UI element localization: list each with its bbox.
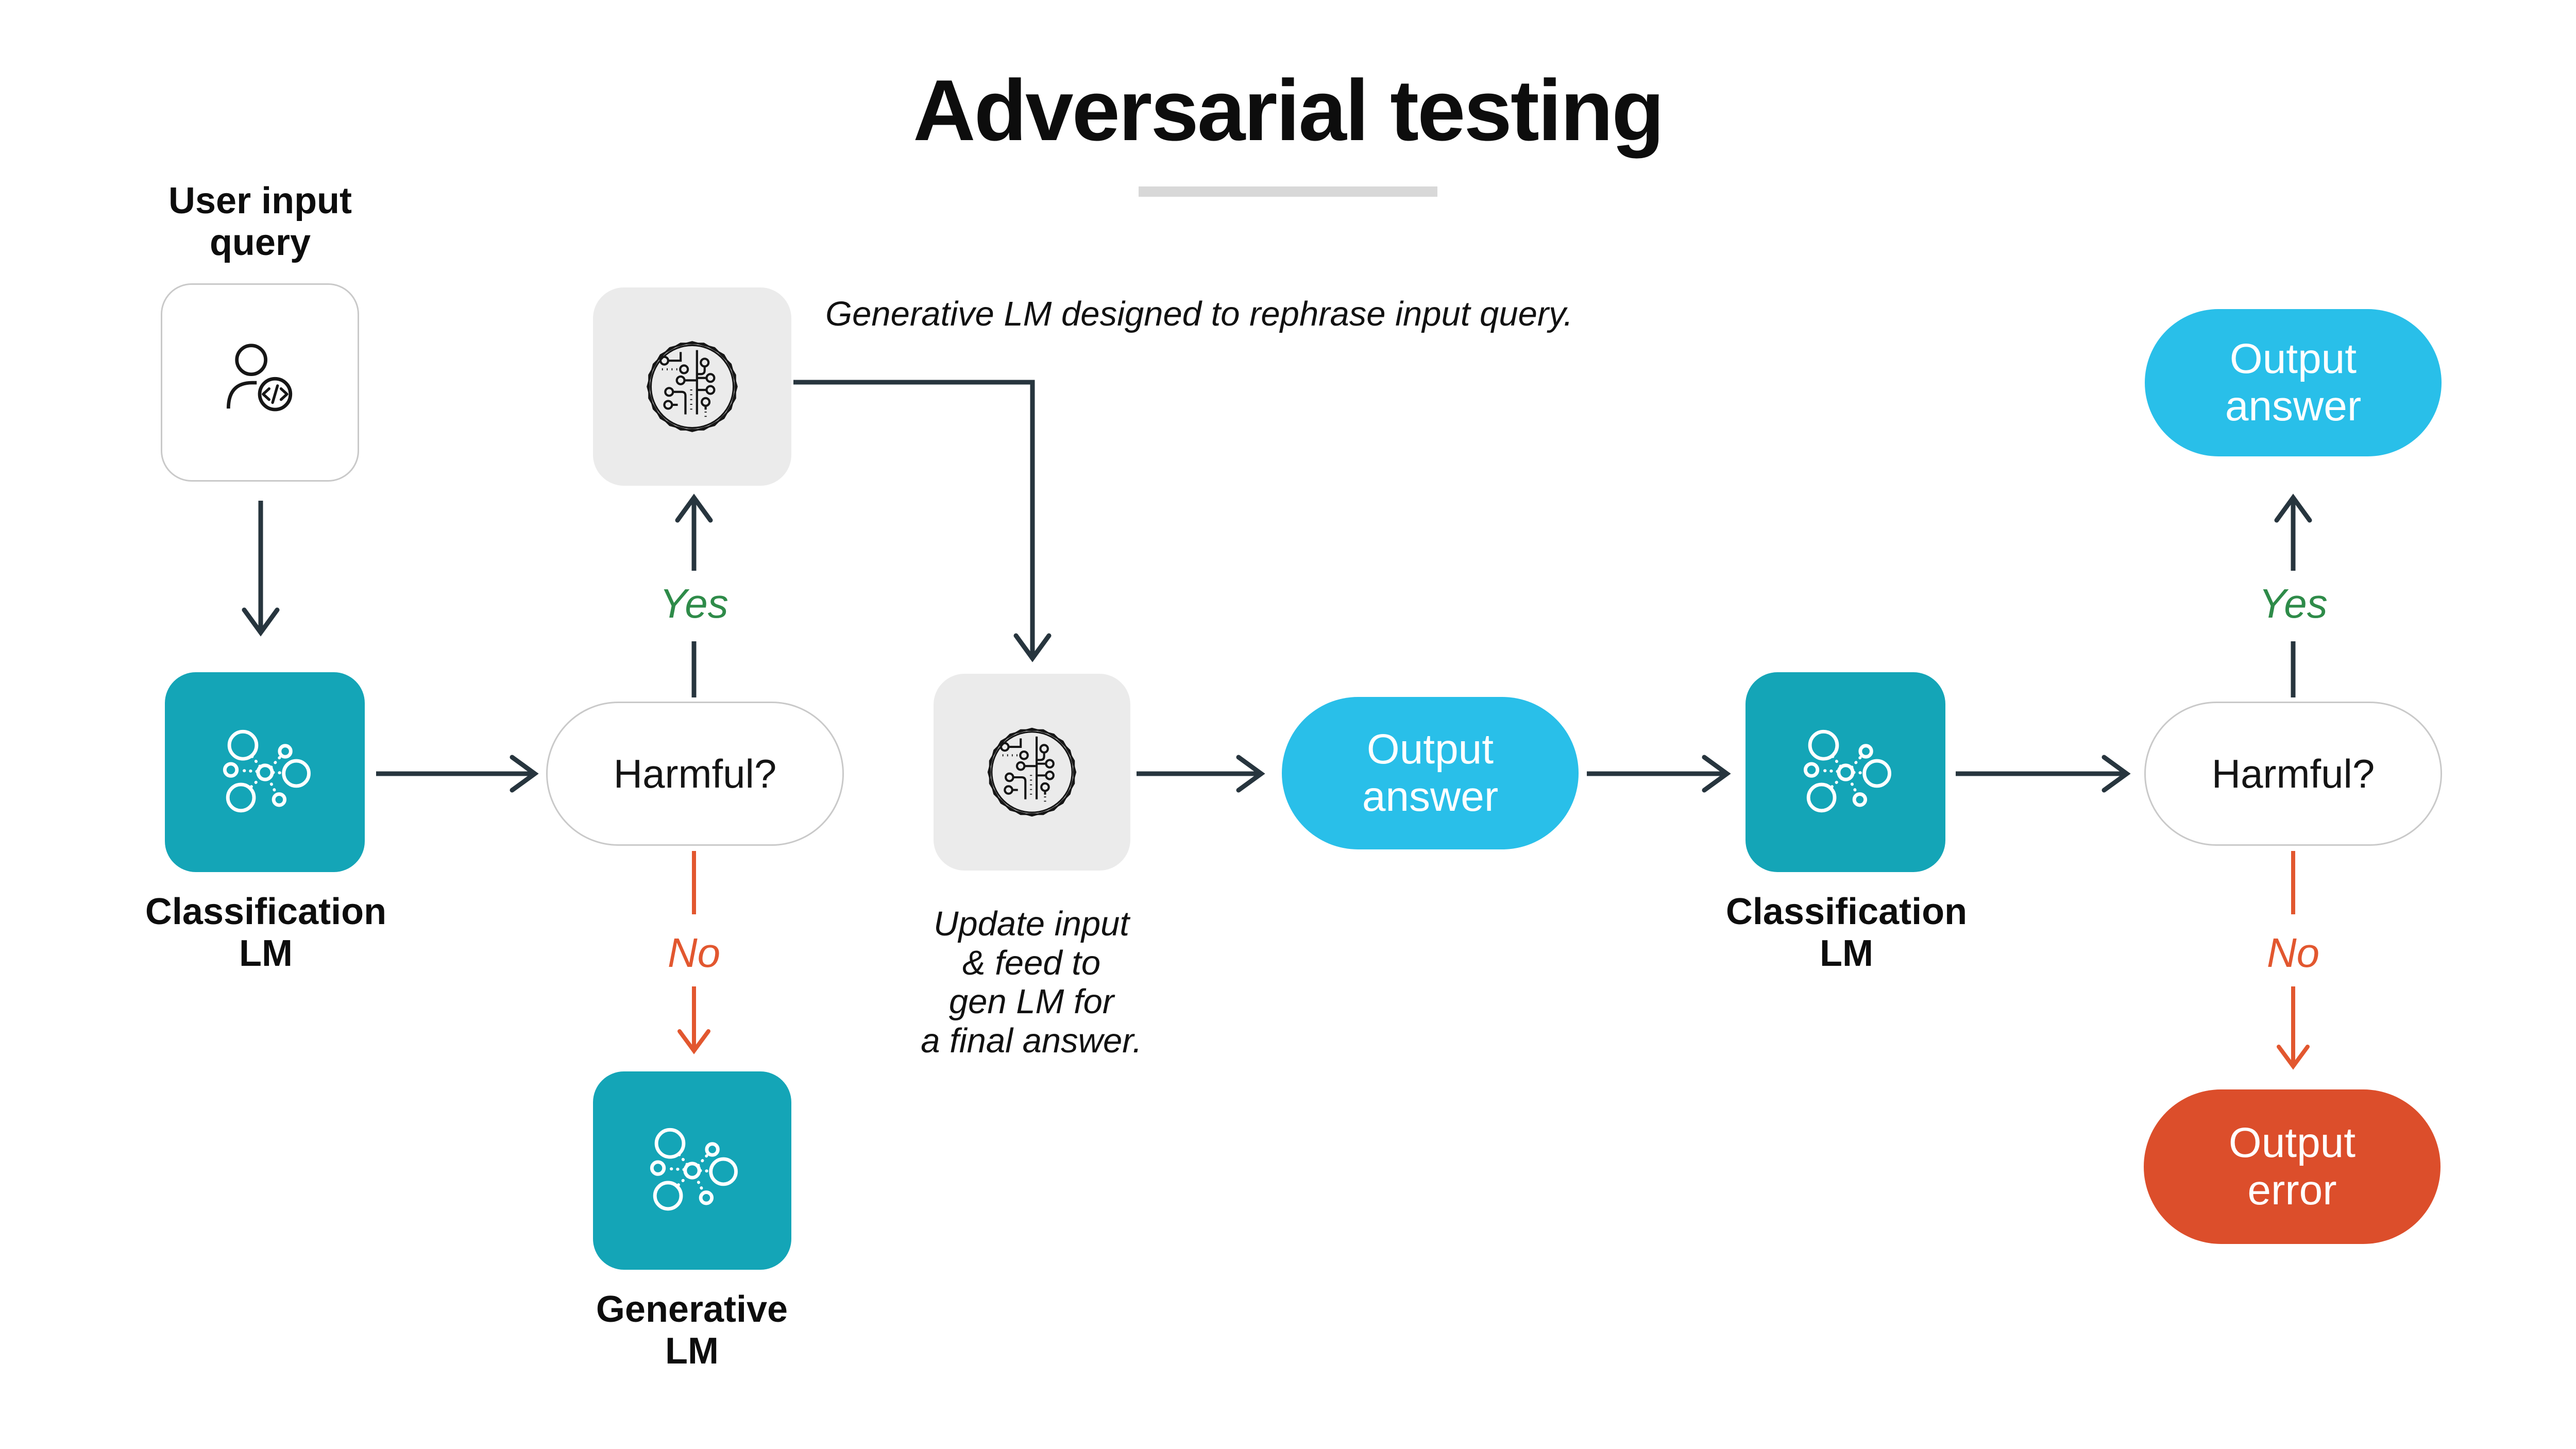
generative-lm-label: Generative LM xyxy=(596,1289,788,1372)
output-answer-final-label: Output answer xyxy=(2225,335,2362,430)
rephrase-lm-box xyxy=(593,287,791,486)
yes-2-label: Yes xyxy=(2259,581,2328,626)
output-error-label: Output error xyxy=(2228,1119,2356,1214)
classification-lm-2-label: Classification LM xyxy=(1725,891,1968,974)
output-answer-mid-pill: Output answer xyxy=(1282,697,1579,849)
harmful-2-decision: Harmful? xyxy=(2144,702,2442,846)
rephrase-annotation: Generative LM designed to rephrase input… xyxy=(825,295,1573,333)
network-icon xyxy=(650,1128,738,1211)
harmful-1-decision: Harmful? xyxy=(546,702,844,846)
output-answer-mid-label: Output answer xyxy=(1362,726,1499,820)
network-icon xyxy=(223,729,311,812)
classification-lm-1-label: Classification LM xyxy=(145,891,387,974)
page-title: Adversarial testing xyxy=(913,62,1665,159)
output-answer-final-pill: Output answer xyxy=(2145,309,2442,456)
user-code-icon xyxy=(226,343,292,411)
circuit-brain-icon xyxy=(647,341,738,432)
harmful-1-label: Harmful? xyxy=(613,751,777,796)
generative-lm-box xyxy=(593,1071,791,1270)
circuit-brain-icon xyxy=(987,727,1077,817)
title-underline xyxy=(1139,186,1437,197)
no-2-label: No xyxy=(2266,930,2320,976)
no-1-label: No xyxy=(667,930,721,976)
arrow-rephrase-to-update-lm xyxy=(793,380,1052,662)
output-error-pill: Output error xyxy=(2144,1089,2441,1244)
user-input-query-label: User input query xyxy=(168,180,352,263)
update-lm-box xyxy=(934,674,1130,871)
update-annotation: Update input & feed to gen LM for a fina… xyxy=(921,905,1142,1061)
harmful-2-label: Harmful? xyxy=(2211,751,2375,796)
user-input-query-box xyxy=(161,283,359,482)
classification-lm-1-box xyxy=(165,672,365,872)
classification-lm-2-box xyxy=(1745,672,1945,872)
network-icon xyxy=(1803,729,1891,812)
yes-1-label: Yes xyxy=(659,581,728,626)
